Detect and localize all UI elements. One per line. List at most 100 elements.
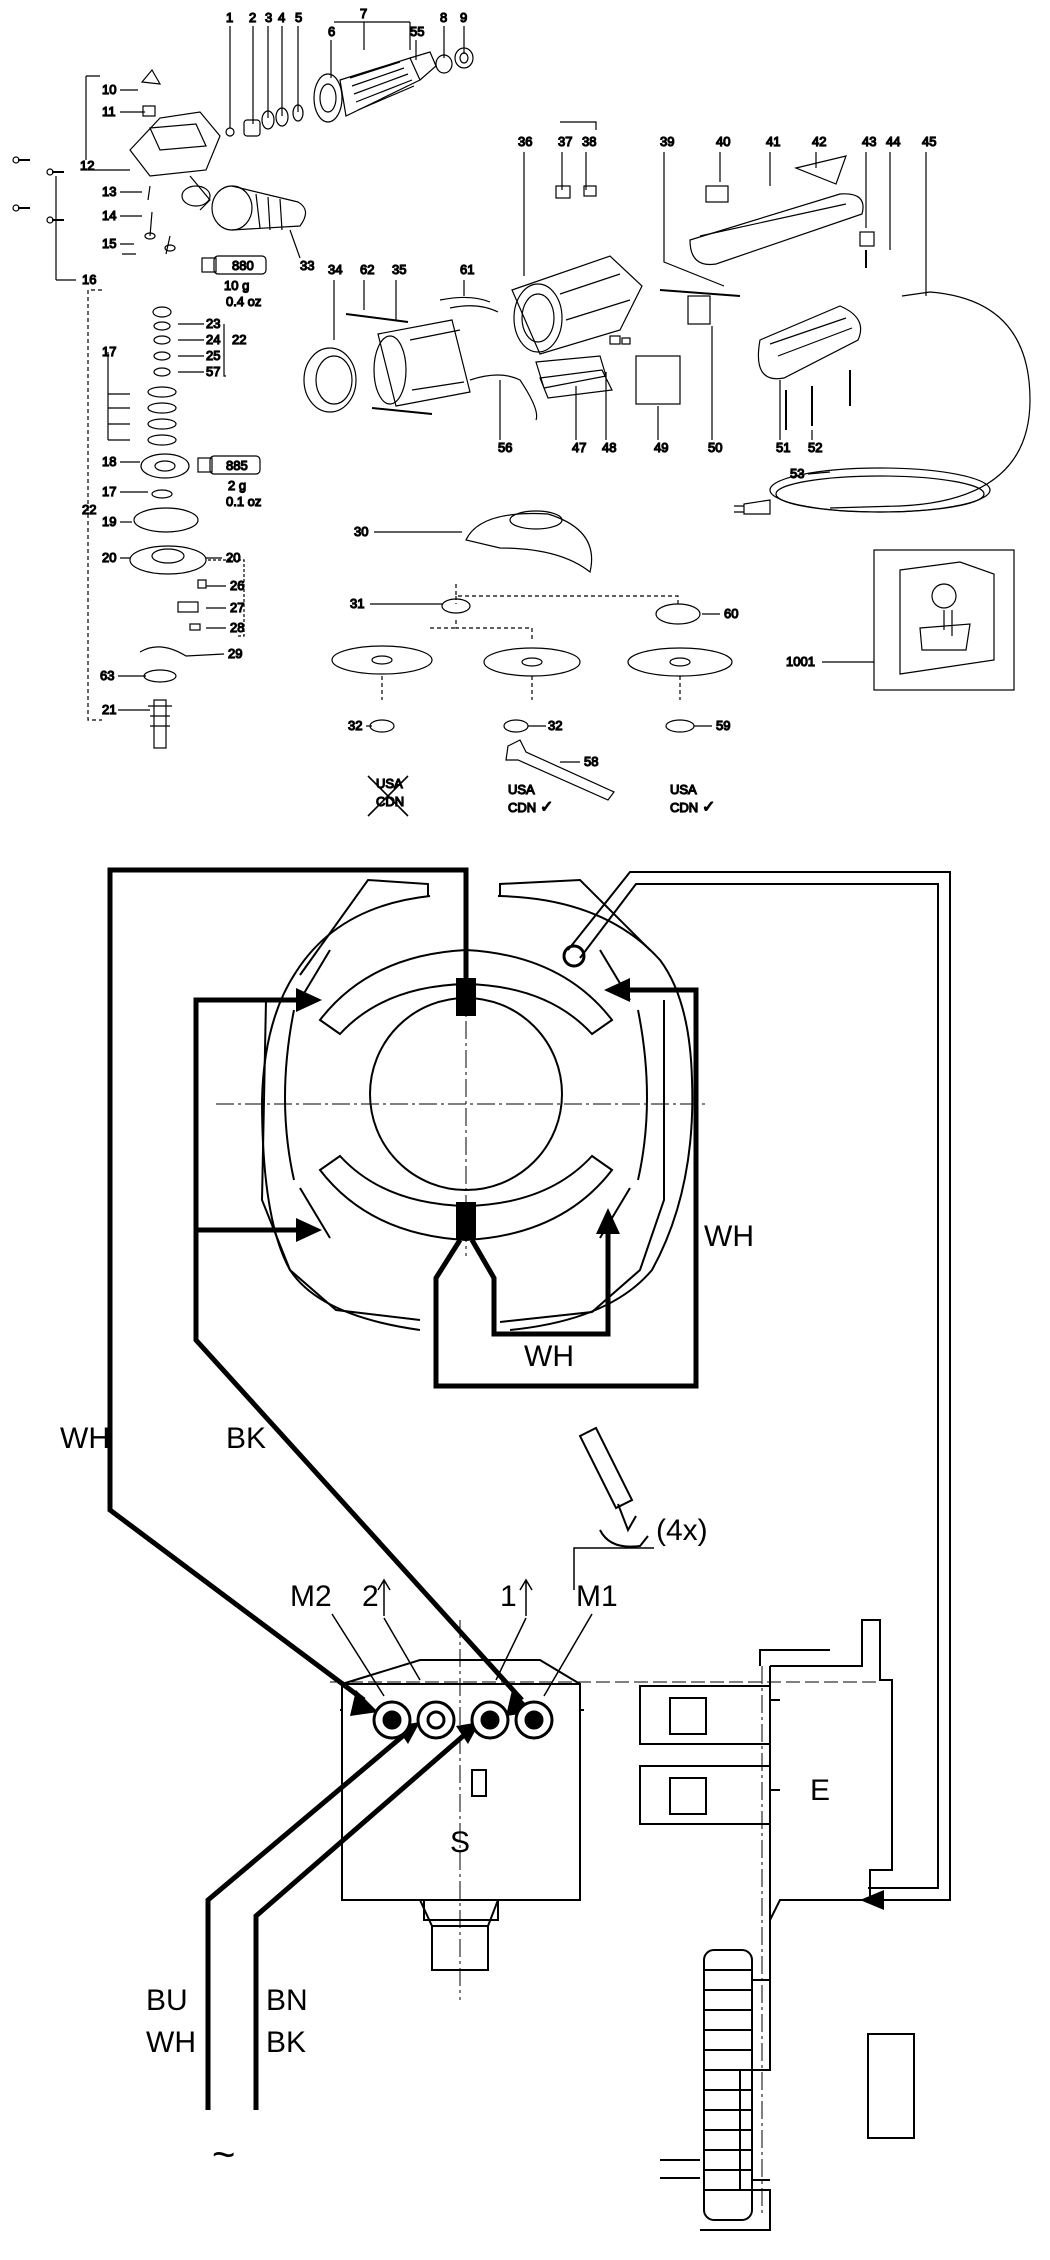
wire-arrowheads: [296, 978, 884, 1910]
part-number: 26: [230, 578, 244, 593]
grinding-disc-illustration: [331, 645, 433, 675]
part-number: 52: [808, 440, 822, 455]
electronics-module-illustration: [687, 295, 711, 325]
check-mark: ✓: [540, 799, 553, 816]
screwdriver-icon: [578, 1426, 649, 1548]
wiring-diagram: WH WH WH BK (4x) M2 2 1 M1: [60, 867, 951, 2231]
svg-text:CDN: CDN: [508, 800, 536, 815]
usa-cdn-note-right: USA CDN ✓: [669, 781, 716, 816]
switch-terminals: [372, 1700, 554, 1740]
part-number: 58: [584, 754, 598, 769]
grease-tube-880: 880 10 g 0.4 oz: [201, 255, 267, 310]
part-number: 57: [206, 364, 220, 379]
part-number: 49: [654, 440, 668, 455]
grease-amount: 0.4 oz: [226, 294, 261, 309]
part-number: 56: [498, 440, 512, 455]
usa-cdn-note-left: USA CDN: [367, 775, 409, 817]
part-number: 1001: [786, 654, 815, 669]
power-cord-illustration: [734, 291, 1031, 515]
carbon-brush-bottom: [456, 1202, 476, 1240]
terminal-label-m2: M2: [290, 1580, 332, 1613]
grease-tube-label: 880: [232, 258, 254, 273]
part-number: 39: [660, 134, 674, 149]
part-number: 6: [328, 24, 335, 39]
wire-label-wh-right: WH: [704, 1220, 754, 1253]
part-number: 5: [295, 10, 302, 25]
part-number: 10: [102, 82, 116, 97]
terminal-label-2: 2: [362, 1580, 379, 1613]
bevel-gear-illustration: [140, 453, 190, 479]
grease-tube-885: 885 2 g 0.1 oz: [197, 455, 262, 510]
handle-cover-illustration: [689, 193, 864, 266]
part-number: 11: [102, 104, 116, 119]
spindle-illustration: [148, 699, 172, 749]
part-number: 2: [249, 10, 256, 25]
part-number: 44: [886, 134, 900, 149]
part-number: 55: [410, 24, 424, 39]
bearing-flange-illustration: [129, 545, 207, 575]
wire-label-bn: BN: [266, 1984, 308, 2017]
electronics-module: [639, 1619, 915, 2231]
part-number: 19: [102, 514, 116, 529]
wire-label-bk: BK: [226, 1422, 266, 1455]
pin-spanner-illustration: [505, 739, 615, 801]
grinding-disc-illustration: [483, 647, 581, 677]
part-number: 22: [232, 332, 246, 347]
adjusting-wheel: [703, 1949, 770, 2221]
part-number: 12: [80, 158, 94, 173]
usa-cdn-note-middle: USA CDN ✓: [507, 781, 554, 816]
part-number: 34: [328, 262, 342, 277]
part-number: 23: [206, 316, 220, 331]
stator-illustration: [373, 296, 499, 407]
part-number: 3: [265, 10, 272, 25]
terminal-label-1: 1: [500, 1580, 517, 1613]
wire-label-wh-left: WH: [60, 1422, 110, 1455]
housing-half-illustration: [757, 305, 862, 380]
part-number: 38: [582, 134, 596, 149]
part-number: 31: [350, 596, 364, 611]
part-number: 20: [102, 550, 116, 565]
part-number: 48: [602, 440, 616, 455]
part-number: 15: [102, 236, 116, 251]
part-number: 17: [102, 484, 116, 499]
part-number: 47: [572, 440, 586, 455]
wire-label-bu: BU: [146, 1984, 188, 2017]
part-number: 43: [862, 134, 876, 149]
grease-amount: 2 g: [228, 478, 246, 493]
part-number: 29: [228, 646, 242, 661]
electronics-label: E: [810, 1774, 830, 1807]
part-number: 51: [776, 440, 790, 455]
motor-housing-illustration: [511, 255, 643, 355]
part-number: 24: [206, 332, 220, 347]
terminal-label-m1: M1: [576, 1580, 618, 1613]
part-number: 61: [460, 262, 474, 277]
part-number: 22: [82, 502, 96, 517]
armature-illustration: [313, 51, 437, 123]
part-number: 40: [716, 134, 730, 149]
switch-label: S: [450, 1826, 470, 1859]
svg-text:USA: USA: [670, 782, 697, 797]
part-number: 53: [790, 466, 804, 481]
part-number: 8: [440, 10, 447, 25]
part-number: 59: [716, 718, 730, 733]
part-number: 27: [230, 600, 244, 615]
switch-illustration: [635, 355, 681, 405]
part-number: 41: [766, 134, 780, 149]
grease-amount: 0.1 oz: [226, 494, 261, 509]
motor-stator-outline: [260, 878, 694, 1331]
part-number: 35: [392, 262, 406, 277]
part-number: 20: [226, 550, 240, 565]
part-number: 45: [922, 134, 936, 149]
part-number: 37: [558, 134, 572, 149]
screw-count-label: (4x): [656, 1514, 708, 1547]
part-number: 17: [102, 344, 116, 359]
sensor-lead: [567, 871, 951, 1901]
part-number: 7: [360, 6, 367, 21]
part-number: 33: [300, 258, 314, 273]
gear-head-illustration: [122, 68, 221, 255]
part-number: 42: [812, 134, 826, 149]
part-number: 16: [82, 272, 96, 287]
part-number: 25: [206, 348, 220, 363]
side-handle-illustration: 33: [211, 185, 315, 274]
